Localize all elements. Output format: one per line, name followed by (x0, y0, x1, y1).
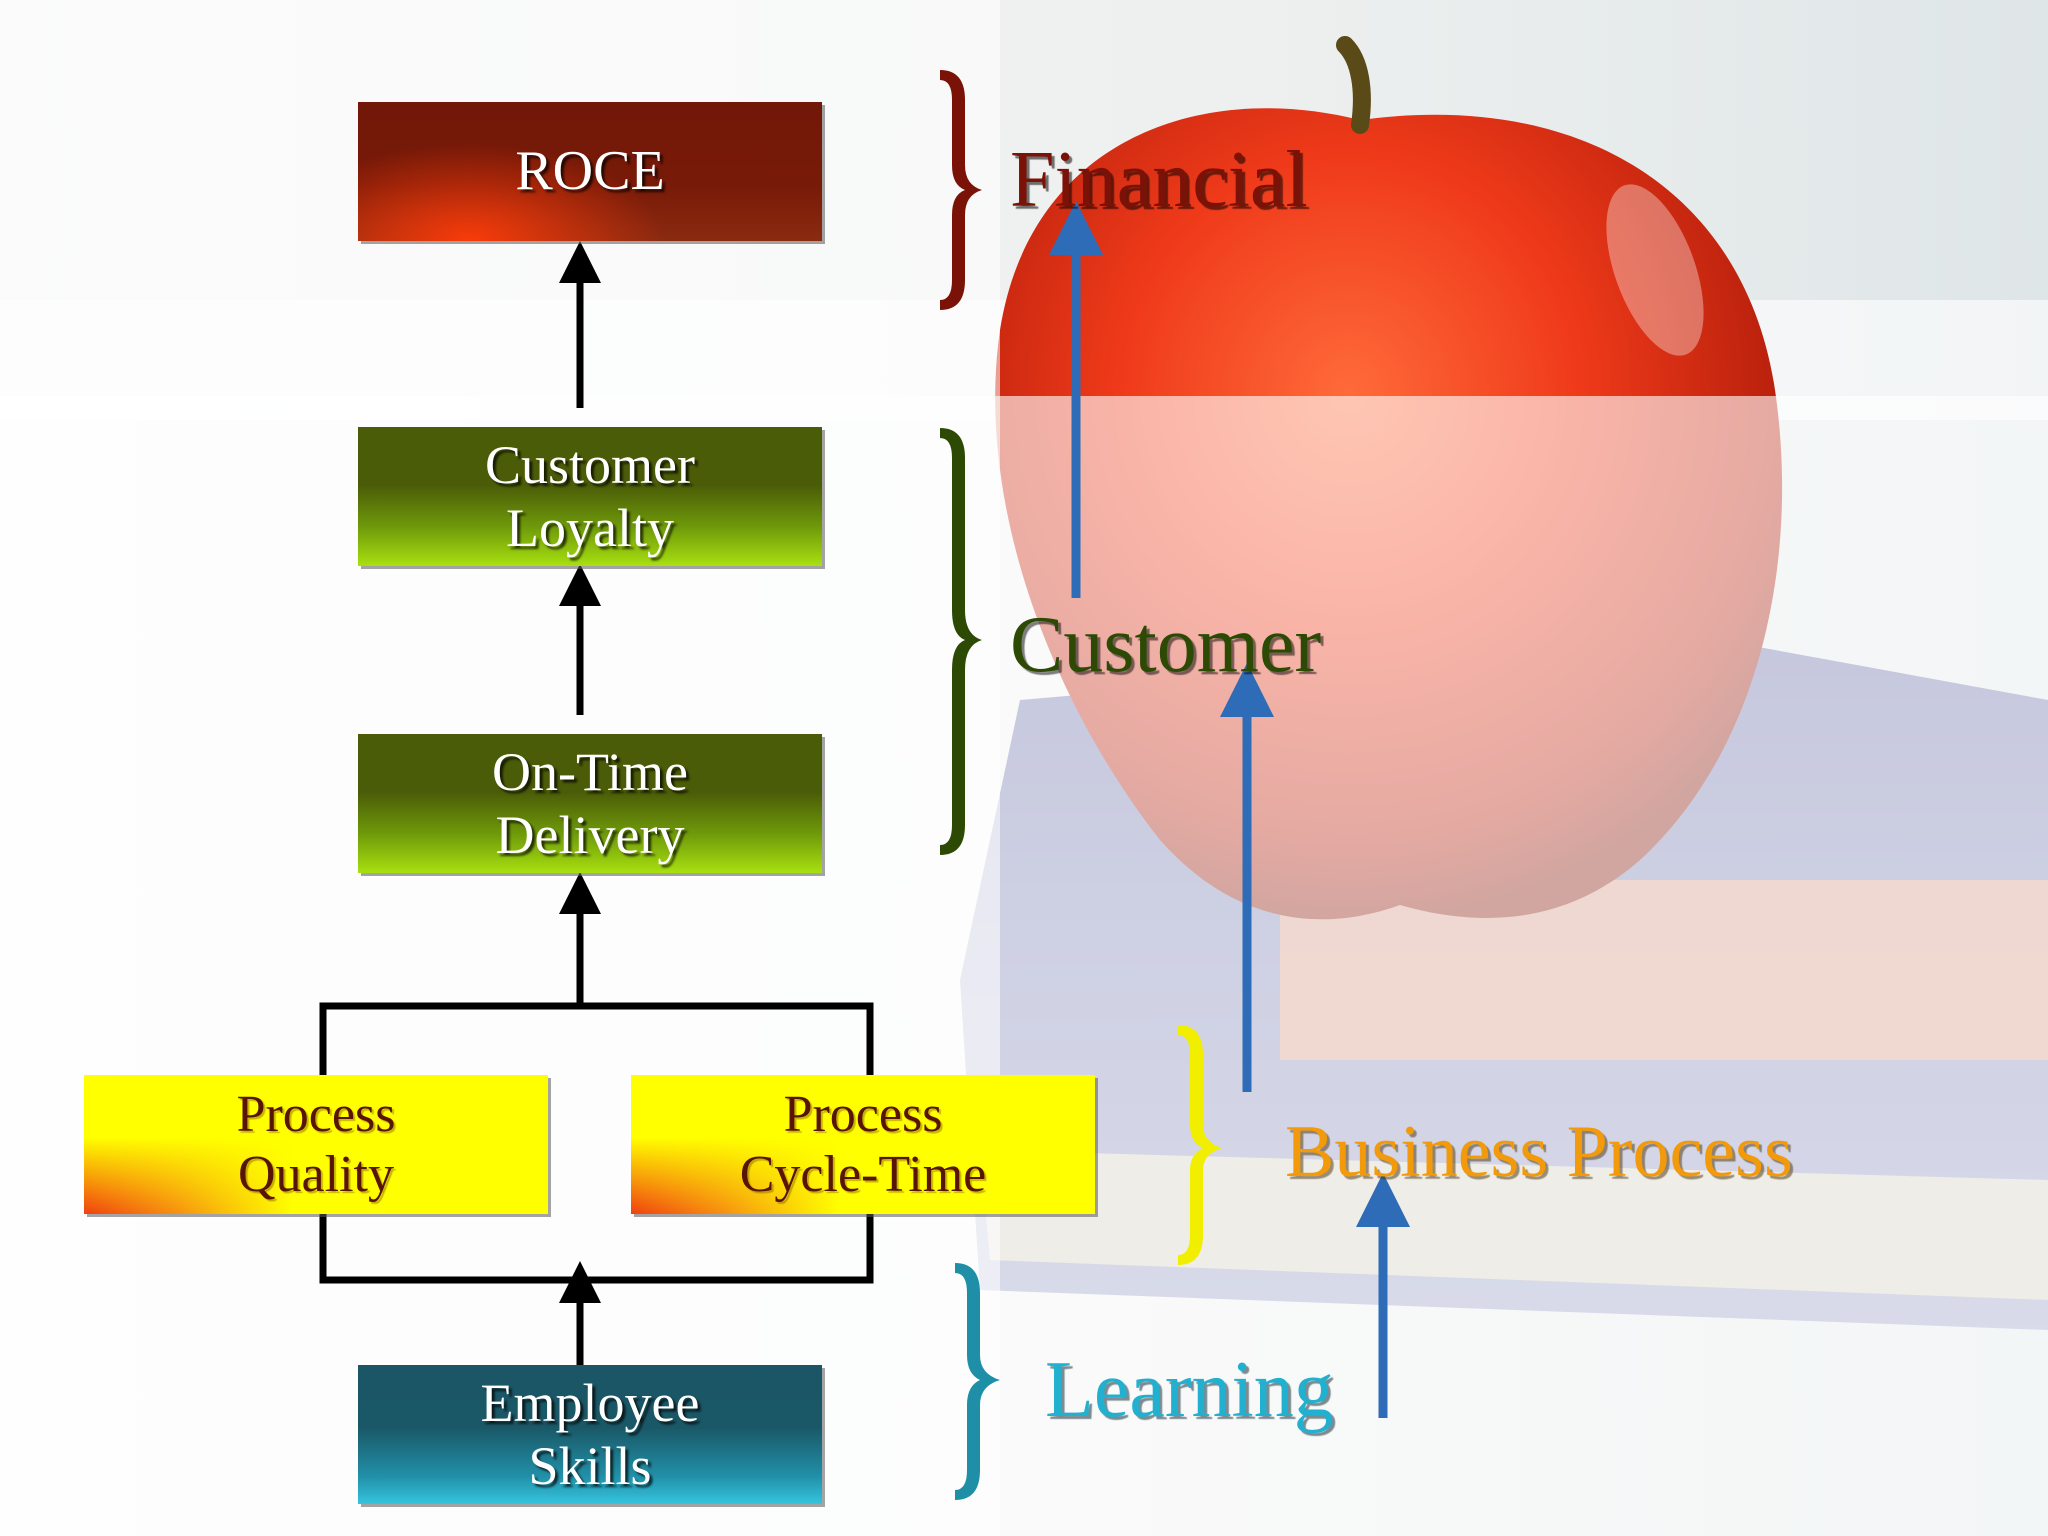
brace-financial (940, 70, 982, 310)
box-on-time-delivery-line-2: Delivery (495, 804, 685, 865)
box-process-quality: Process Quality (84, 1075, 548, 1214)
box-process-quality-line-2: Quality (238, 1145, 394, 1203)
box-process-cycle-time-line-2: Cycle-Time (739, 1145, 987, 1203)
box-roce-line-1: ROCE (515, 140, 665, 203)
brace-learning (955, 1263, 1000, 1500)
box-customer-loyalty-line-1: Customer (485, 435, 695, 496)
box-customer-loyalty: Customer Loyalty (358, 427, 822, 566)
brace-customer (940, 428, 982, 855)
box-process-quality-line-1: Process (236, 1085, 396, 1143)
box-on-time-delivery: On-Time Delivery (358, 734, 822, 873)
label-customer: Customer (1010, 601, 1322, 689)
process-bracket-bottom (319, 1213, 874, 1284)
box-on-time-delivery-line-1: On-Time (491, 742, 689, 803)
label-business-process: Business Process (1285, 1111, 1793, 1193)
box-employee-skills-line-2: Skills (528, 1435, 652, 1496)
label-learning: Learning (1045, 1346, 1334, 1434)
process-bracket-top (319, 1002, 874, 1076)
box-employee-skills: Employee Skills (358, 1365, 822, 1504)
box-process-cycle-time: Process Cycle-Time (631, 1075, 1095, 1214)
box-customer-loyalty-line-2: Loyalty (506, 497, 674, 558)
box-employee-skills-line-1: Employee (480, 1373, 700, 1434)
box-process-cycle-time-line-1: Process (783, 1085, 943, 1143)
box-roce: ROCE (358, 102, 822, 241)
label-financial: Financial (1010, 136, 1308, 224)
brace-business-process (1178, 1025, 1222, 1265)
